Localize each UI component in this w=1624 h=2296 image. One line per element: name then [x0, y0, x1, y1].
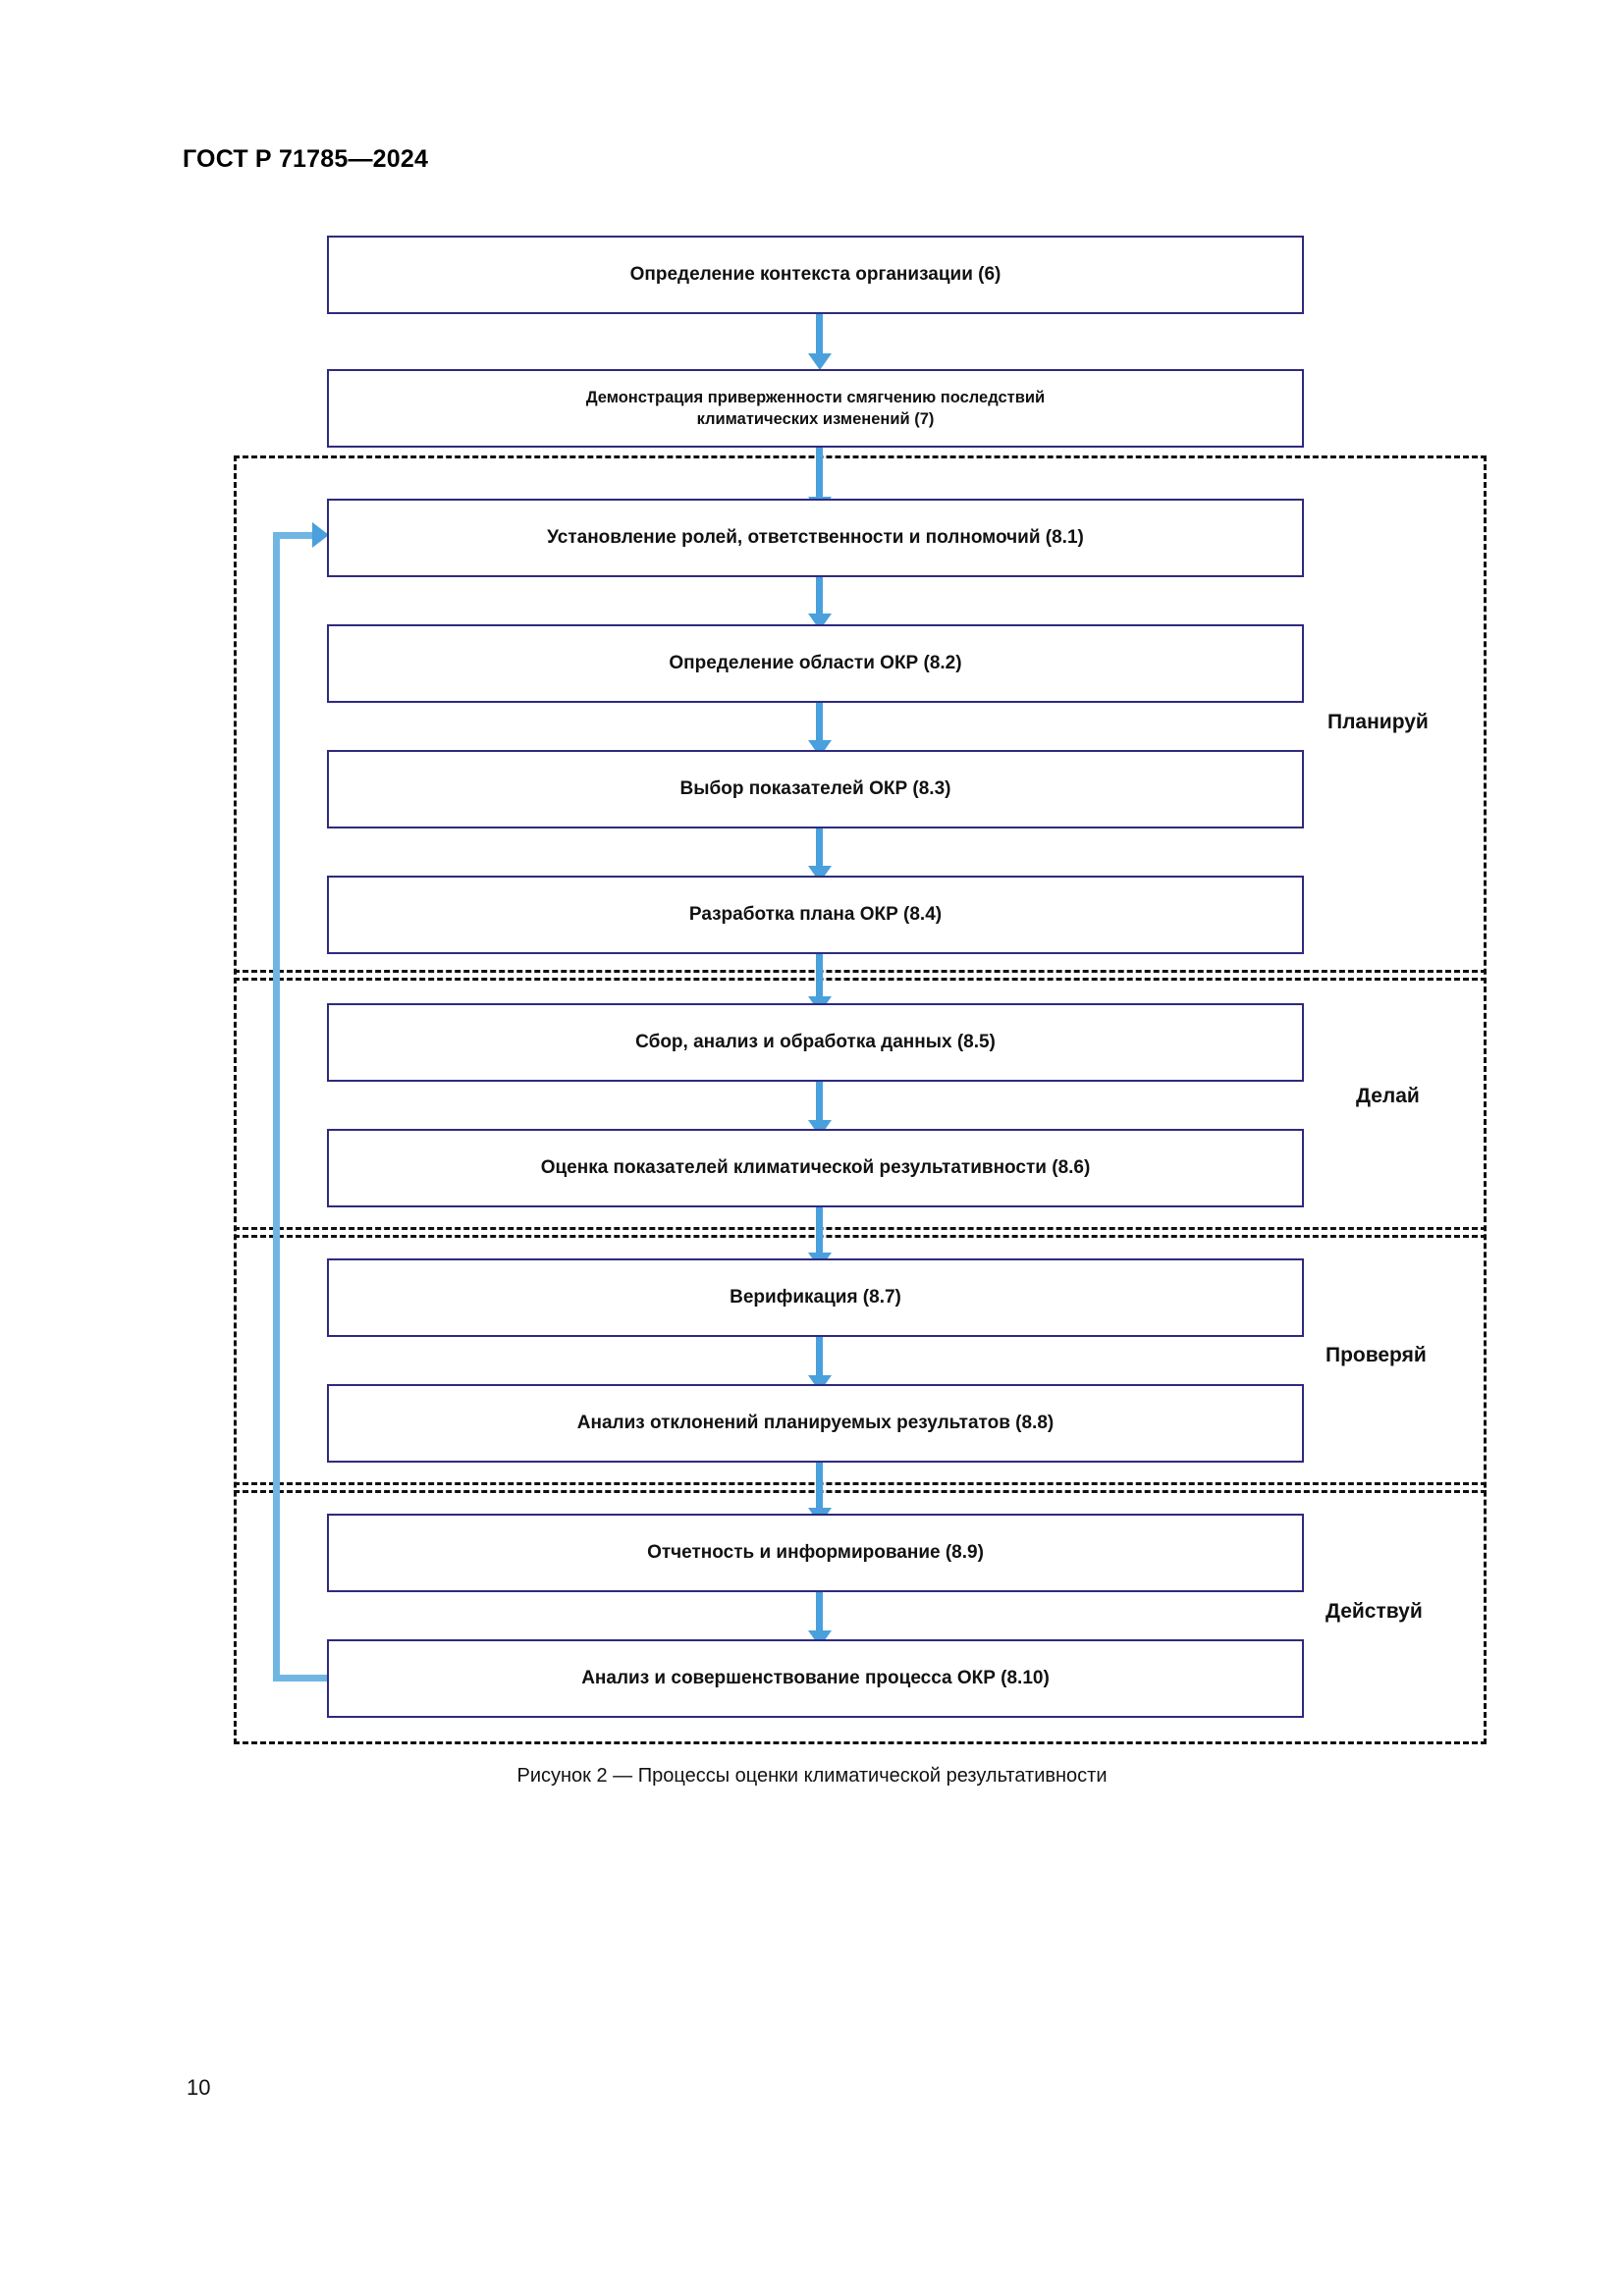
process-box-8-9-label: Отчетность и информирование (8.9) — [647, 1542, 984, 1564]
pdca-dashed-frame — [234, 455, 1487, 1744]
connector-87-to-88 — [816, 1335, 823, 1382]
connector-86-to-87 — [816, 1205, 823, 1258]
process-box-8-10[interactable]: Анализ и совершенствование процесса ОКР … — [327, 1639, 1304, 1718]
stage-label-do: Делай — [1356, 1085, 1420, 1107]
process-box-8-9[interactable]: Отчетность и информирование (8.9) — [327, 1514, 1304, 1592]
process-box-8-1[interactable]: Установление ролей, ответственности и по… — [327, 499, 1304, 577]
pdca-separator-do-check-b — [234, 1235, 1487, 1238]
process-box-8-8-label: Анализ отклонений планируемых результато… — [576, 1413, 1055, 1434]
process-box-8-10-label: Анализ и совершенствование процесса ОКР … — [581, 1668, 1050, 1689]
figure-2-flowchart: Определение контекста организации (6) Де… — [234, 236, 1487, 1787]
process-box-commitment[interactable]: Демонстрация приверженности смягчению по… — [327, 369, 1304, 448]
document-header: ГОСТ Р 71785—2024 — [183, 145, 429, 173]
process-box-8-6-label: Оценка показателей климатической результ… — [540, 1157, 1091, 1179]
process-box-8-7[interactable]: Верификация (8.7) — [327, 1258, 1304, 1337]
stage-label-check: Проверяй — [1326, 1344, 1427, 1366]
process-box-8-7-label: Верификация (8.7) — [730, 1287, 901, 1308]
process-box-context-label: Определение контекста организации (6) — [629, 264, 1001, 286]
connector-82-to-83 — [816, 699, 823, 748]
pdca-separator-do-check-a — [234, 1227, 1487, 1230]
connector-85-to-86 — [816, 1080, 823, 1127]
process-box-8-1-label: Установление ролей, ответственности и по… — [547, 527, 1084, 549]
process-box-8-5-label: Сбор, анализ и обработка данных (8.5) — [635, 1032, 996, 1053]
process-box-8-3-label: Выбор показателей ОКР (8.3) — [679, 778, 951, 800]
arrowhead-ctx-to-comm-icon — [808, 353, 832, 370]
process-box-commitment-line1: Демонстрация приверженности смягчению по… — [585, 388, 1046, 406]
connector-89-to-810 — [816, 1590, 823, 1637]
process-box-commitment-line2: климатических изменений (7) — [696, 410, 935, 428]
pdca-separator-plan-do-b — [234, 978, 1487, 981]
process-box-8-5[interactable]: Сбор, анализ и обработка данных (8.5) — [327, 1003, 1304, 1082]
process-box-context[interactable]: Определение контекста организации (6) — [327, 236, 1304, 314]
process-box-8-8[interactable]: Анализ отклонений планируемых результато… — [327, 1384, 1304, 1463]
process-box-commitment-label: Демонстрация приверженности смягчению по… — [572, 387, 1058, 431]
process-box-8-6[interactable]: Оценка показателей климатической результ… — [327, 1129, 1304, 1207]
stage-label-act: Действуй — [1326, 1600, 1423, 1623]
process-box-8-4-label: Разработка плана ОКР (8.4) — [688, 904, 943, 926]
connector-88-to-89 — [816, 1461, 823, 1514]
pdca-separator-check-act-a — [234, 1482, 1487, 1485]
feedback-loop-arrowhead-icon — [312, 522, 329, 548]
process-box-8-2-label: Определение области ОКР (8.2) — [669, 653, 962, 674]
connector-83-to-84 — [816, 826, 823, 873]
connector-84-to-85 — [816, 950, 823, 1003]
feedback-loop-top-segment — [273, 532, 316, 539]
feedback-loop-bottom-segment — [273, 1675, 329, 1682]
process-box-8-3[interactable]: Выбор показателей ОКР (8.3) — [327, 750, 1304, 828]
feedback-loop-vertical-segment — [273, 535, 280, 1682]
figure-caption: Рисунок 2 — Процессы оценки климатическо… — [516, 1765, 1108, 1787]
connector-ctx-to-comm — [816, 310, 823, 359]
process-box-8-4[interactable]: Разработка плана ОКР (8.4) — [327, 876, 1304, 954]
stage-label-plan: Планируй — [1327, 711, 1429, 733]
process-box-8-2[interactable]: Определение области ОКР (8.2) — [327, 624, 1304, 703]
connector-comm-to-81 — [816, 444, 823, 505]
pdca-separator-check-act-b — [234, 1490, 1487, 1493]
page-number: 10 — [187, 2075, 211, 2100]
connector-81-to-82 — [816, 575, 823, 621]
pdca-separator-plan-do-a — [234, 970, 1487, 973]
